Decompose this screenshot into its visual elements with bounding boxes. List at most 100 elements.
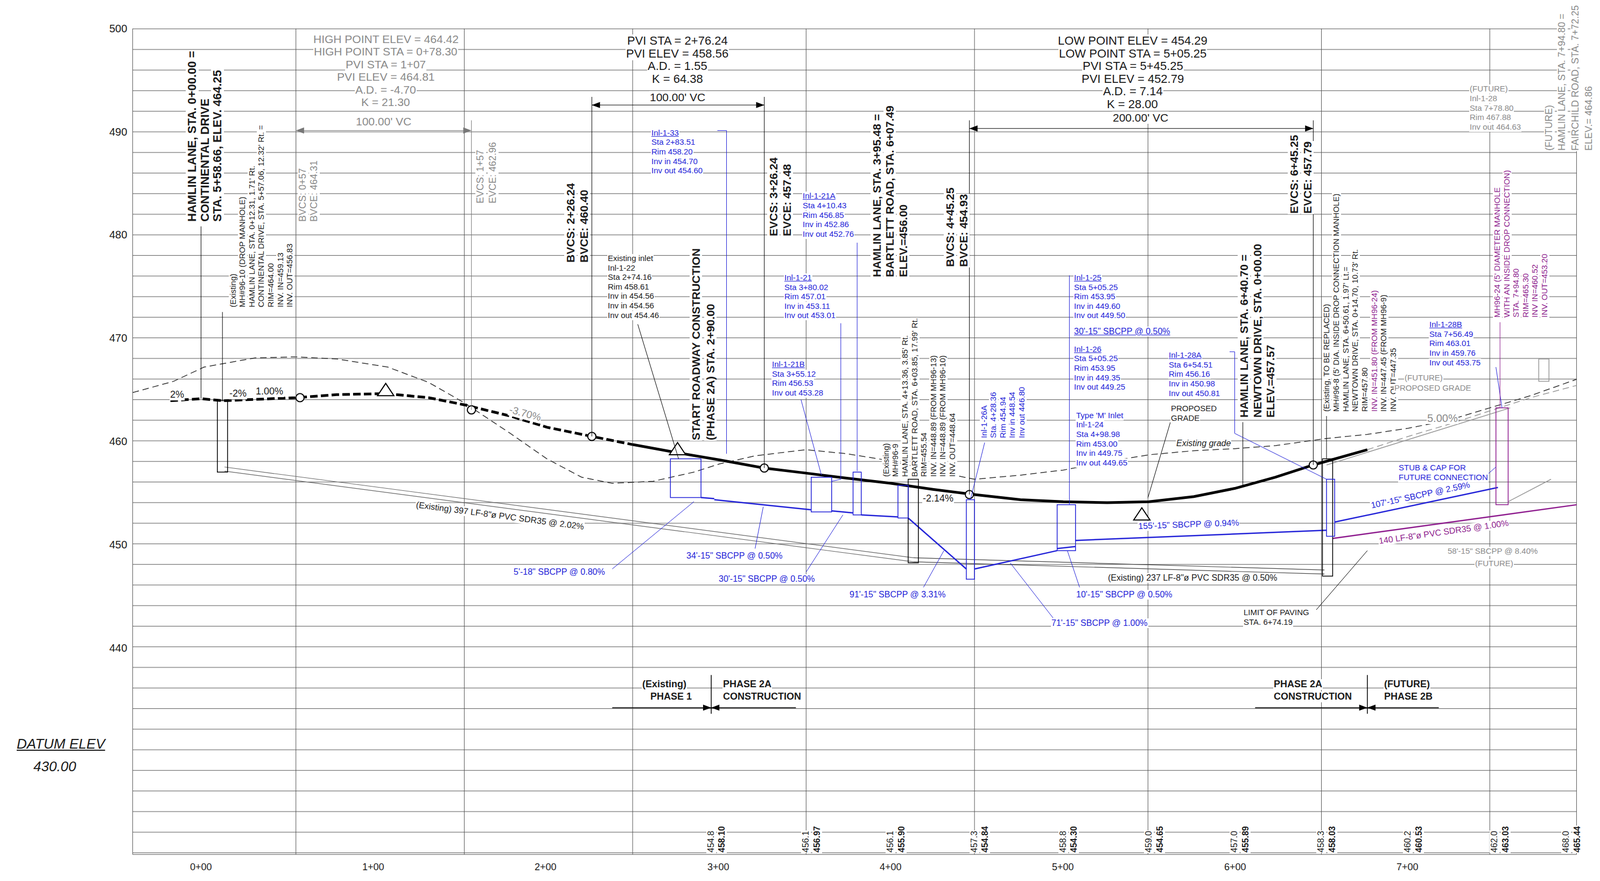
drawing-label: 465.44 bbox=[1572, 825, 1583, 854]
drawing-label: Inl-1-24 bbox=[1075, 420, 1105, 430]
leader bbox=[1009, 563, 1054, 619]
drawing-label: Rim 453.95 bbox=[1073, 292, 1117, 302]
drawing-label: Existing inlet bbox=[607, 254, 654, 264]
leader bbox=[637, 324, 679, 460]
future-slope bbox=[1326, 408, 1511, 466]
drawing-label: PVI STA = 5+45.25 bbox=[1082, 59, 1184, 73]
drawing-label: (Existing) bbox=[228, 272, 238, 308]
drawing-label: 107'-15" SBCPP @ 2.59% bbox=[1369, 480, 1472, 511]
existing-pipe bbox=[224, 471, 914, 563]
grade-lines bbox=[132, 356, 1577, 503]
drawing-label: BARTLETT ROAD, STA. 6+07.49 bbox=[883, 104, 896, 278]
drawing-label: Inv out 453.75 bbox=[1428, 358, 1482, 368]
drawing-label: PVI STA = 2+76.24 bbox=[626, 34, 729, 48]
drawing-label: Sta 2+74.16 bbox=[607, 272, 652, 283]
drawing-label: 454.65 bbox=[1155, 825, 1166, 854]
drawing-label: 456.97 bbox=[812, 825, 823, 854]
drawing-label: 450 bbox=[108, 538, 128, 551]
drawing-label: Inv out 453.01 bbox=[783, 311, 837, 321]
drawing-label: Inv in 448.54 bbox=[1007, 391, 1017, 439]
drawing-label: 454.30 bbox=[1069, 825, 1079, 854]
drawing-label: Sta 6+54.51 bbox=[1168, 360, 1213, 370]
drawing-label: Rim 456.16 bbox=[1168, 369, 1211, 380]
drawing-label: PROPOSED bbox=[1170, 404, 1218, 414]
drawing-label: Inv out 446.80 bbox=[1017, 386, 1027, 439]
drawing-label: Sta 2+83.51 bbox=[650, 137, 696, 147]
station-line bbox=[295, 120, 297, 398]
drawing-label: STA. 7+94.80 bbox=[1511, 268, 1521, 319]
leader bbox=[612, 501, 694, 570]
drawing-label: 458.03 bbox=[1327, 825, 1338, 854]
drawing-label: Inv in 453.11 bbox=[783, 302, 831, 312]
pvi-triangle bbox=[377, 383, 394, 396]
drawing-label: Inl-1-26A bbox=[979, 404, 989, 439]
inlet bbox=[811, 477, 832, 512]
storm-pipe bbox=[908, 517, 967, 570]
drawing-label: INV. OUT=453.20 bbox=[1540, 253, 1550, 319]
drawing-label: (FUTURE) bbox=[1544, 104, 1555, 152]
inlet bbox=[897, 485, 909, 519]
drawing-label: 463.03 bbox=[1500, 825, 1511, 854]
leader bbox=[755, 507, 764, 550]
drawing-label: 6+00 bbox=[1223, 862, 1247, 874]
drawing-label: MH#96-10 (DROP MANHOLE) bbox=[237, 195, 248, 308]
drawing-label: (FUTURE) bbox=[1474, 559, 1514, 569]
drawing-label: INV. IN=448.89 (FROM MH96-10) bbox=[938, 354, 948, 478]
station-line bbox=[471, 120, 472, 411]
drawing-label: INV. OUT=456.83 bbox=[285, 243, 295, 308]
drawing-label: 468.0 bbox=[1561, 830, 1571, 854]
manhole bbox=[217, 401, 228, 473]
drawing-label: 470 bbox=[108, 332, 128, 345]
future-pipe bbox=[1507, 479, 1552, 502]
drawing-label: Inv in 449.75 bbox=[1075, 448, 1124, 459]
drawing-label: STA. 5+58.66, ELEV. 464.25 bbox=[211, 69, 224, 223]
drawing-label: Sta 3+80.02 bbox=[783, 283, 829, 293]
drawing-label: A.D. = 1.55 bbox=[647, 59, 708, 73]
leader bbox=[970, 442, 986, 500]
drawing-label: Inv out 453.28 bbox=[771, 388, 824, 398]
drawing-label: Inv in 454.56 bbox=[607, 301, 655, 311]
drawing-label: 490 bbox=[108, 125, 128, 138]
station-line bbox=[591, 96, 593, 437]
drawing-label: INV. IN=459.13 bbox=[276, 251, 286, 308]
storm-pipe bbox=[700, 497, 715, 500]
drawing-label: PHASE 2A bbox=[722, 679, 773, 691]
drawing-label: Inv out 450.81 bbox=[1168, 389, 1221, 399]
drawing-label: Inv in 452.86 bbox=[802, 220, 850, 230]
inlet bbox=[670, 459, 701, 498]
drawing-label: Inv out 454.60 bbox=[650, 166, 704, 176]
drawing-label: Rim 454.94 bbox=[998, 396, 1008, 439]
manhole bbox=[1322, 459, 1333, 577]
drawing-label: 1+00 bbox=[361, 862, 385, 874]
leader bbox=[1069, 275, 1070, 505]
arrowhead bbox=[755, 101, 764, 108]
drawing-label: Inl-1-33 bbox=[650, 128, 680, 138]
inlet bbox=[1326, 479, 1335, 537]
drawing-label: 459.0 bbox=[1144, 830, 1154, 854]
drawing-label: MH96-24 (5' DIAMETER MANHOLE bbox=[1492, 186, 1503, 319]
drawing-label: PVI ELEV = 458.56 bbox=[625, 47, 729, 61]
drawing-label: EVCE: 457.48 bbox=[780, 163, 794, 237]
drawing-label: 454.84 bbox=[980, 825, 991, 854]
drawing-label: Inl-1-21B bbox=[771, 360, 806, 370]
drawing-label: Inv out 454.46 bbox=[607, 311, 660, 321]
leader bbox=[1147, 422, 1171, 498]
drawing-label: PHASE 2A bbox=[1273, 679, 1323, 691]
vc-dimension bbox=[591, 104, 764, 106]
vc-dimension bbox=[296, 130, 472, 131]
station-line bbox=[763, 96, 765, 469]
drawing-label: (Existing) 397 LF-8"ø PVC SDR35 @ 2.02% bbox=[415, 500, 586, 532]
drawing-label: K = 28.00 bbox=[1106, 97, 1159, 111]
storm-pipe bbox=[1057, 546, 1076, 550]
drawing-label: Rim 463.01 bbox=[1428, 339, 1472, 349]
drawing-label: Inl-1-28B bbox=[1428, 320, 1463, 330]
drawing-label: 455.90 bbox=[896, 825, 907, 854]
drawing-label: PVI ELEV = 464.81 bbox=[336, 70, 436, 83]
drawing-label: STUB & CAP FOR bbox=[1398, 463, 1467, 473]
drawing-label: (FUTURE) bbox=[1383, 679, 1431, 691]
grid-line bbox=[1576, 28, 1577, 855]
drawing-label: 58'-15" SBCPP @ 8.40% bbox=[1447, 546, 1539, 557]
drawing-label: BVCS: 0+57 bbox=[297, 167, 309, 223]
drawing-label: BVCE: 464.31 bbox=[309, 159, 320, 223]
